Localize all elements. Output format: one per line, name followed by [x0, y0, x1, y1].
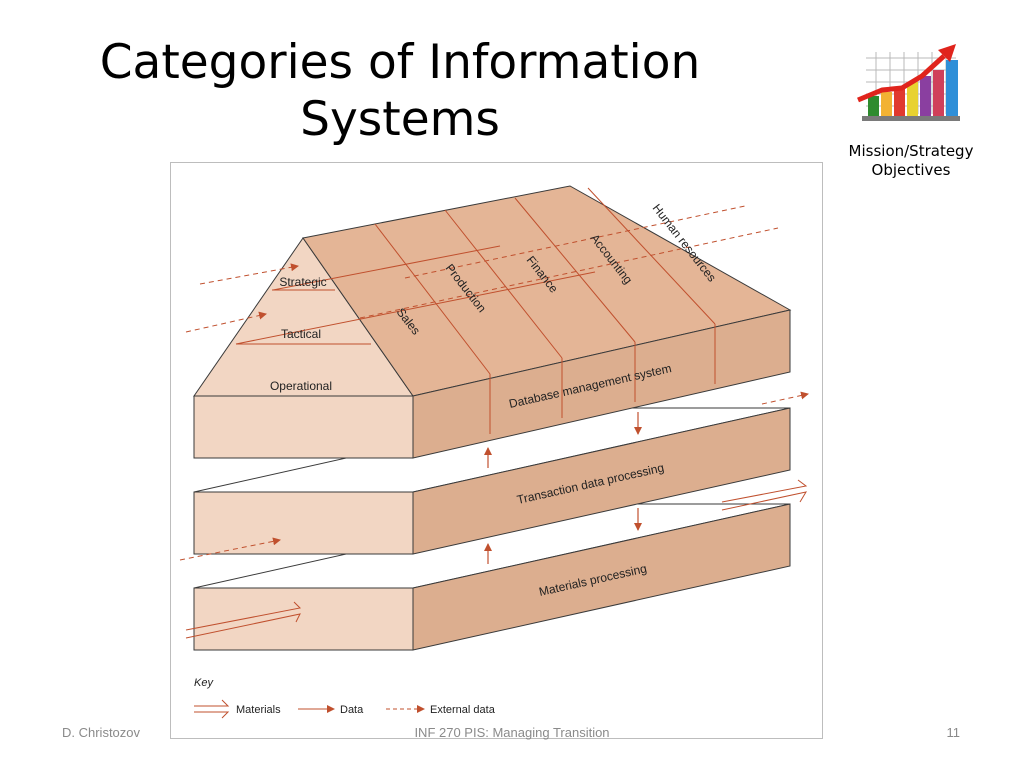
information-systems-diagram: Strategic Tactical Operational Sales Pro…	[170, 162, 823, 739]
management-block	[193, 185, 792, 459]
footer-page-number: 11	[946, 725, 961, 740]
external-data-arrows	[179, 263, 809, 561]
materials-processing-slab	[193, 503, 791, 651]
slide-title-line-1: Categories of Information	[99, 35, 701, 90]
key-title: Key	[194, 677, 214, 689]
bar-chart-rising-arrow-icon	[857, 44, 960, 121]
badge-label-line-1: Mission/Strategy	[848, 142, 974, 160]
key-materials: Materials	[236, 704, 281, 716]
key-external-data: External data	[430, 704, 496, 716]
footer-course: INF 270 PIS: Managing Transition	[414, 725, 610, 740]
footer-author: D. Christozov	[62, 725, 141, 740]
slide-title: Categories of Information Systems	[60, 34, 740, 148]
pyramid-level-strategic: Strategic	[279, 275, 326, 289]
pyramid-level-tactical: Tactical	[281, 327, 321, 341]
key-data: Data	[340, 704, 364, 716]
pyramid-level-operational: Operational	[270, 379, 332, 393]
slide-title-line-2: Systems	[300, 92, 500, 147]
diagram-key: Key Materials Data External data	[194, 677, 496, 719]
badge-label: Mission/Strategy Objectives	[826, 142, 996, 180]
badge-label-line-2: Objectives	[871, 161, 951, 179]
materials-flow-arrows	[185, 479, 808, 639]
data-flow-arrows	[484, 412, 642, 564]
